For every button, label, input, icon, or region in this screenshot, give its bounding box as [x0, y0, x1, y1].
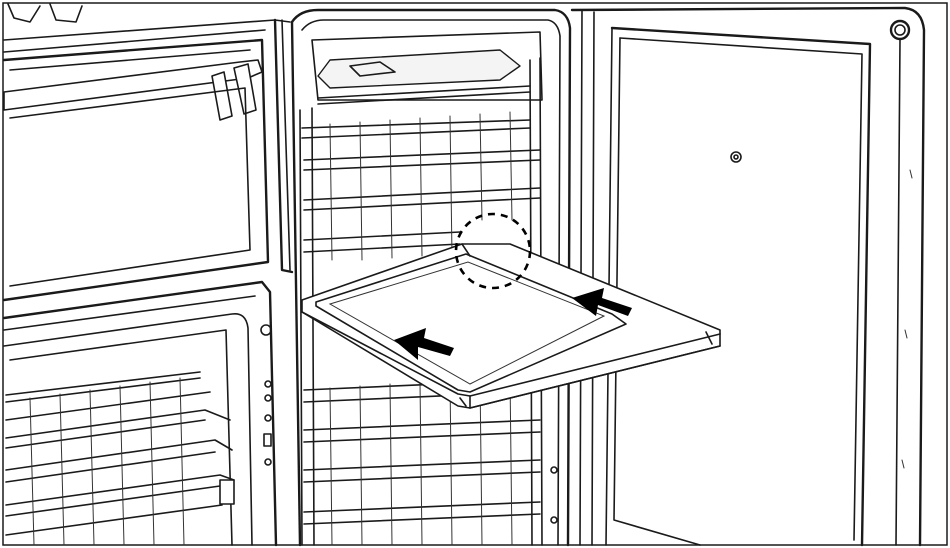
- centre-oven-cavity: [290, 8, 572, 547]
- door-center-screw: [730, 151, 742, 163]
- upper-door-handle: [3, 59, 263, 111]
- highlight-circle-icon: [454, 212, 532, 290]
- right-oven-door: [570, 6, 926, 547]
- baking-tray: [301, 243, 721, 409]
- arrow-icon: [394, 328, 454, 360]
- arrow-icon: [572, 288, 632, 316]
- left-upper-oven: [2, 3, 294, 302]
- door-corner-screw: [889, 19, 911, 41]
- left-lower-oven: [2, 280, 278, 547]
